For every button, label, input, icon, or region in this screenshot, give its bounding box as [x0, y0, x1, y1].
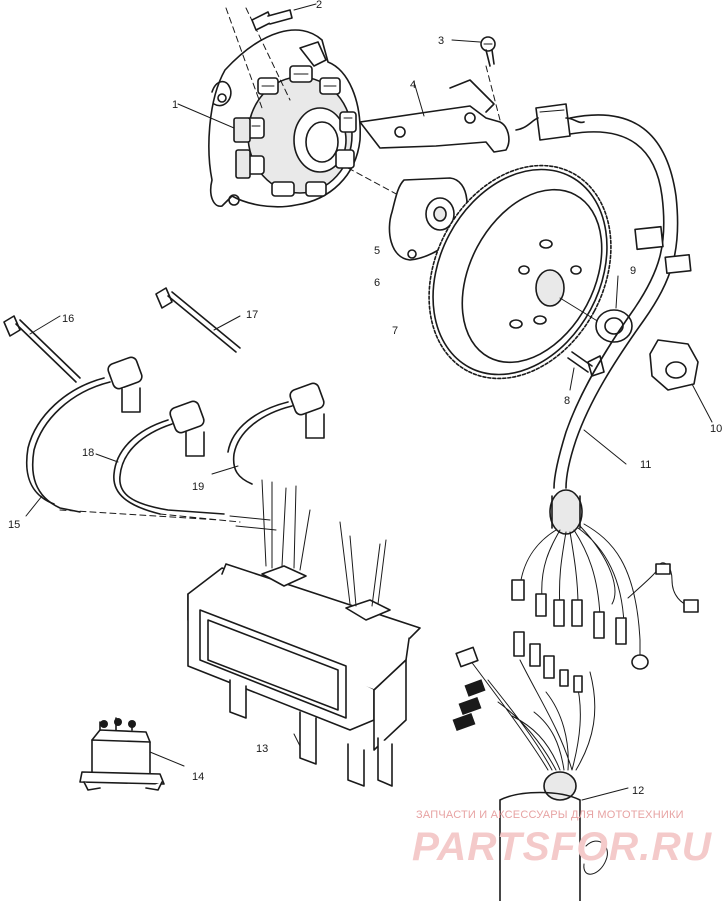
callout-15: 15: [8, 519, 20, 531]
callout-19: 19: [192, 481, 204, 493]
bracket-arm: [359, 65, 585, 153]
cdi-leads: [229, 479, 387, 607]
watermark: ЗАПЧАСТИ И АКСЕССУАРЫ ДЛЯ МОТОТЕХНИКИ PA…: [412, 809, 712, 869]
harness-lower: [452, 631, 629, 901]
stator-assembly: [177, 7, 401, 208]
screw-3: [451, 36, 496, 67]
callout-6: 6: [374, 277, 380, 289]
callout-17: 17: [246, 309, 258, 321]
callout-4: 4: [410, 79, 416, 91]
harness-terminals-upper: [511, 523, 699, 670]
starter-solenoid: [79, 717, 185, 791]
callout-3: 3: [438, 35, 444, 47]
callout-8: 8: [564, 395, 570, 407]
callout-14: 14: [192, 771, 204, 783]
spark-plug-wire-19: [211, 382, 325, 485]
callout-13: 13: [256, 743, 268, 755]
callout-labels: 1 2 3 4 5 6 7 8 9 10 11 12 13 14 15 16 1…: [8, 0, 722, 797]
long-bolt-17: [155, 287, 241, 353]
callout-9: 9: [630, 265, 636, 277]
callout-5: 5: [374, 245, 380, 257]
callout-12: 12: [632, 785, 644, 797]
spark-plug-wire-18: [59, 400, 241, 523]
bolt-8: [567, 351, 605, 391]
callout-10: 10: [710, 423, 722, 435]
callout-7: 7: [392, 325, 398, 337]
callout-16: 16: [62, 313, 74, 325]
flywheel: [428, 164, 613, 380]
callout-18: 18: [82, 447, 94, 459]
cdi-box: [187, 563, 421, 787]
screw-top: [251, 3, 317, 31]
wire-harness: [549, 114, 692, 535]
watermark-tagline: ЗАПЧАСТИ И АКСЕССУАРЫ ДЛЯ МОТОТЕХНИКИ: [416, 809, 684, 821]
watermark-brand: PARTSFOR.RU: [412, 825, 712, 869]
washer: [595, 275, 633, 343]
grommet: [649, 339, 713, 423]
long-bolt-16: [3, 315, 81, 383]
callout-2: 2: [316, 0, 322, 11]
spark-plug-wire-15: [25, 356, 143, 517]
callout-11: 11: [640, 459, 651, 471]
callout-1: 1: [172, 99, 178, 111]
